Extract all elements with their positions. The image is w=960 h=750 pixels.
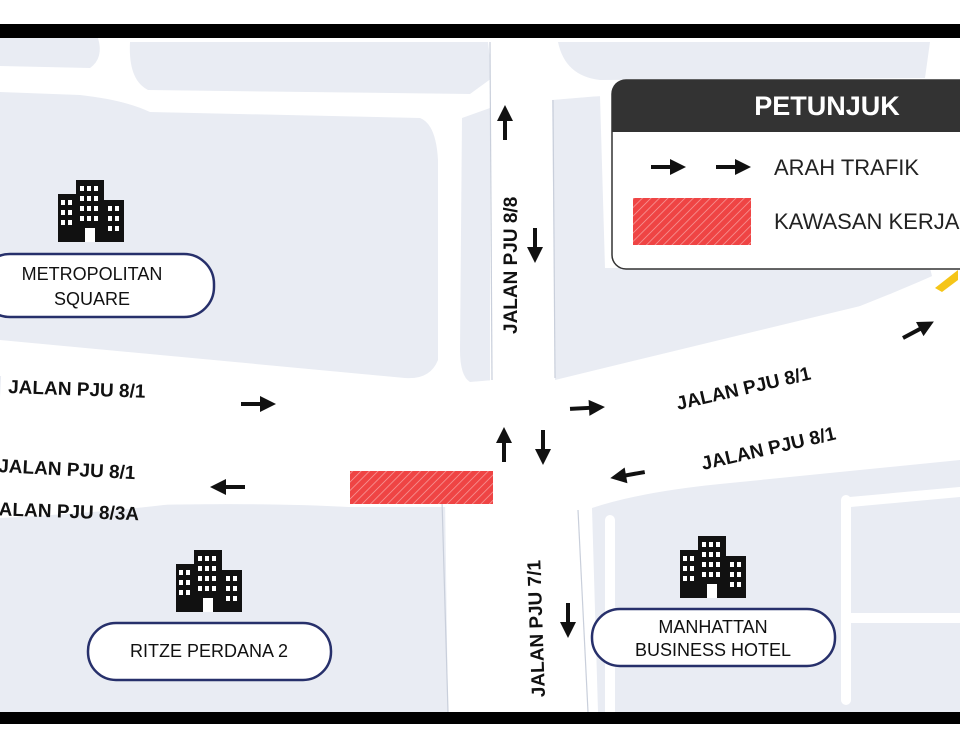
building-ritze-perdana-2: RITZE PERDANA 2 [86,550,333,682]
building-manhattan-business-hotel: MANHATTAN BUSINESS HOTEL [590,536,837,668]
legend-work-label: KAWASAN KERJA [774,209,960,234]
legend-panel: PETUNJUK ARAH TRAFIK KAWASAN KERJA [611,79,960,270]
building-label-line1: RITZE PERDANA 2 [130,641,288,661]
road-label-pju-8-1-west: JALAN PJU 8/1 [8,377,146,403]
road-label-pju-8-8: JALAN PJU 8/8 [501,197,522,334]
building-label-line2: SQUARE [54,289,130,309]
building-label-line2: BUSINESS HOTEL [635,640,791,660]
road-label-pju-7-1: JALAN PJU 7/1 [524,559,550,697]
legend-traffic-label: ARAH TRAFIK [774,155,919,180]
legend-work-zone-swatch [633,198,751,245]
building-label-line1: MANHATTAN [658,617,767,637]
legend-title: PETUNJUK [754,91,900,121]
main-roads [0,38,960,712]
building-metropolitan-square: METROPOLITAN SQUARE [0,180,216,319]
work-zone-area [350,471,493,504]
road-label-pju-8-3a: JALAN PJU 8/3A [0,499,140,525]
building-label-line1: METROPOLITAN [22,264,163,284]
